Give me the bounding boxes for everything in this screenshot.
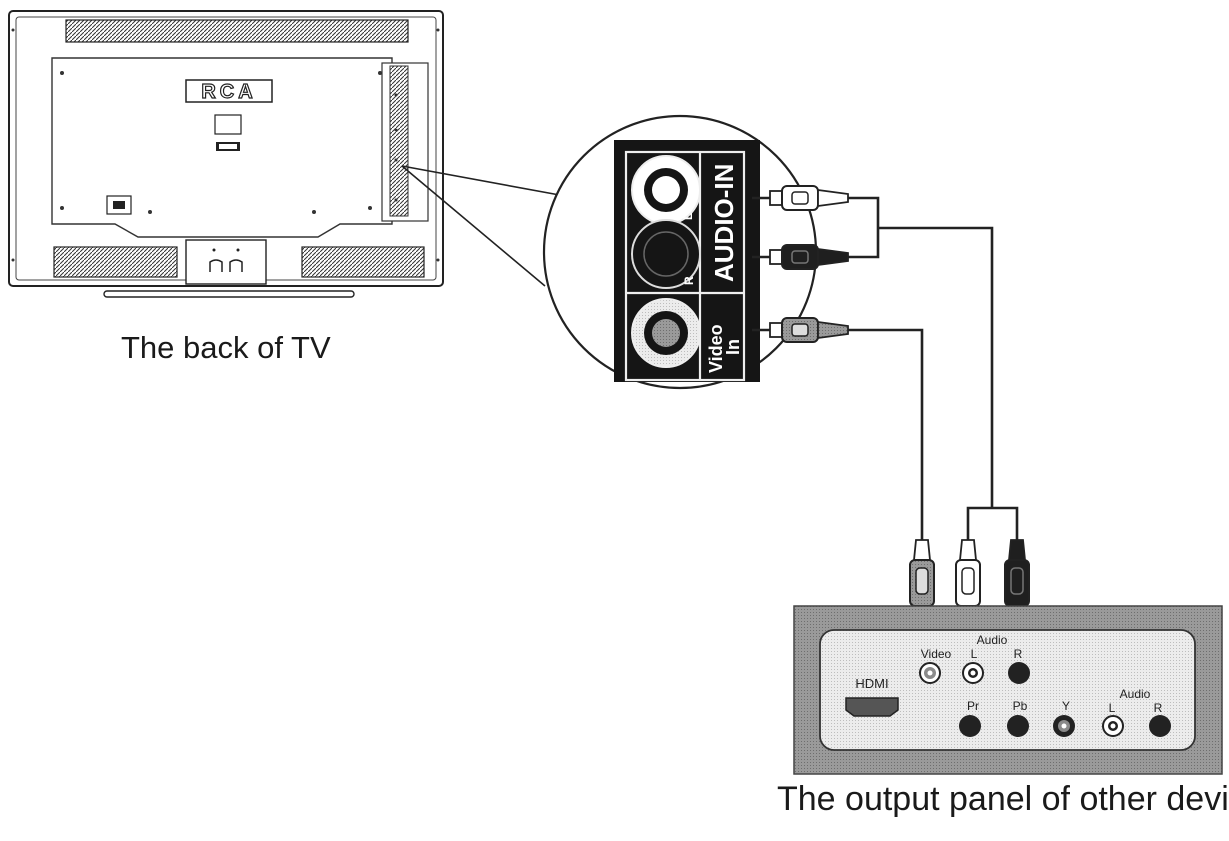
plug-audio-right-tv <box>752 244 849 270</box>
cables <box>848 196 1019 540</box>
hdmi-label: HDMI <box>855 676 888 691</box>
audio-in-label: AUDIO-IN <box>709 164 739 282</box>
magnified-tv-jacks: L R AUDIO-IN Video In <box>542 114 818 390</box>
video-in-label-line1: Video <box>706 324 726 373</box>
video-out-label: Video <box>921 647 952 661</box>
audio-bottom-label: Audio <box>1120 687 1151 701</box>
audio-l-top-jack <box>962 662 984 684</box>
tv-back: RCA <box>8 10 444 298</box>
plug-video-device <box>909 539 935 640</box>
audio-r-top-jack <box>1008 662 1030 684</box>
top-vent <box>65 19 409 43</box>
rca-logo: RCA <box>185 79 273 104</box>
audio-r-bottom-jack <box>1149 715 1171 737</box>
audio-top-label: Audio <box>977 633 1008 647</box>
pr-label: Pr <box>967 699 979 713</box>
audio-r-top-label: R <box>1014 647 1023 661</box>
jack-l-label: L <box>681 213 695 220</box>
label-plate <box>214 114 242 135</box>
pr-jack <box>959 715 981 737</box>
audio-l-bottom-label: L <box>1109 701 1116 715</box>
tv-back-caption: The back of TV <box>121 330 331 365</box>
device-output-panel: HDMI Video Audio L R Pr Pb Y Audio L R <box>793 605 1223 775</box>
bottom-vent-right <box>301 246 425 278</box>
pb-jack <box>1007 715 1029 737</box>
stand-base <box>103 290 355 298</box>
jack-audio-right <box>631 219 701 289</box>
audio-l-bottom-jack <box>1102 715 1124 737</box>
plug-video-tv <box>752 317 849 343</box>
jack-video-in <box>631 298 701 368</box>
device-panel-caption: The output panel of other device <box>777 780 1229 818</box>
audio-r-bottom-label: R <box>1154 701 1163 715</box>
jack-r-label: R <box>682 276 696 285</box>
video-out-jack <box>919 662 941 684</box>
rca-logo-text: RCA <box>201 81 256 103</box>
zoom-callout-lines <box>401 165 566 287</box>
hdmi-port: HDMI <box>845 676 899 717</box>
bottom-vent-left <box>53 246 178 278</box>
stand-neck <box>185 239 267 285</box>
y-label: Y <box>1062 699 1070 713</box>
pb-label: Pb <box>1013 699 1028 713</box>
jack-audio-left <box>631 155 701 225</box>
audio-l-top-label: L <box>971 647 978 661</box>
plug-audio-left-tv <box>752 185 849 211</box>
video-in-label-line2: In <box>723 339 743 355</box>
y-jack <box>1053 715 1075 737</box>
